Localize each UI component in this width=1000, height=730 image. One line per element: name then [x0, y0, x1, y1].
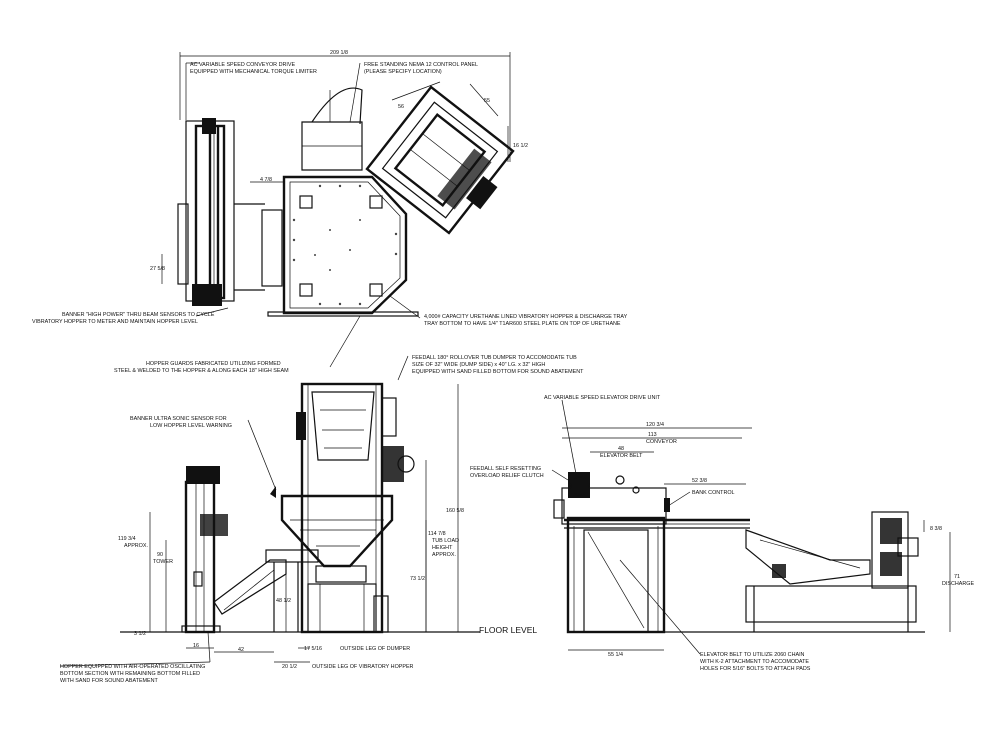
note-elevator-belt-1: ELEVATOR BELT TO UTILIZE 2060 CHAIN [700, 652, 805, 658]
front-conveyor-tower [184, 480, 216, 634]
dim-52: 52 3/8 [692, 478, 707, 484]
dim-48-half: 48 1/2 [276, 598, 291, 604]
note-hopper-bottom-3: WITH SAND FOR SOUND ABATEMENT [60, 678, 159, 684]
note-tub-dumper-2: SIZE OF 32" WIDE (DUMP SIDE) x 40" LG. x… [412, 362, 545, 368]
front-hopper [280, 494, 394, 568]
dim-119-approx: APPROX. [124, 543, 148, 549]
side-elevation: 120 3/4 113 CONVEYOR 48 ELEVATOR BELT 52… [551, 399, 974, 658]
note-hopper-capacity-2: TRAY BOTTOM TO HAVE 1/4" T1AR600 STEEL P… [424, 321, 621, 327]
side-discharge-unit [871, 511, 909, 589]
note-hopper-guards-2: STEEL & WELDED TO THE HOPPER & ALONG EAC… [114, 368, 289, 374]
note-conveyor-drive-1: AC VARIABLE SPEED CONVEYOR DRIVE [190, 62, 295, 68]
dim-discharge: DISCHARGE [942, 581, 974, 587]
note-ultrasonic-1: BANNER ULTRA SONIC SENSOR FOR [130, 416, 227, 422]
dim-73: 73 1/2 [410, 576, 425, 582]
note-hopper-guards-1: HOPPER GUARDS FABRICATED UTILIZING FORME… [146, 361, 281, 367]
plan-view: 209 1/8 56 55 16 1/2 4 7/8 27 5/8 [150, 50, 528, 381]
front-elevation: 119 3/4 APPROX. 90 TOWER 3 1/2 16 42 48 … [59, 382, 480, 670]
note-clutch-1: FEEDALL SELF RESETTING [470, 466, 541, 472]
note-ultrasonic-2: LOW HOPPER LEVEL WARNING [150, 423, 232, 429]
note-banner-sensors-1: BANNER "HIGH POWER" THRU BEAM SENSORS TO… [62, 312, 215, 318]
dim-conveyor: CONVEYOR [646, 439, 677, 445]
dim-3-half: 3 1/2 [134, 631, 146, 637]
note-bank-control: BANK CONTROL [692, 490, 735, 496]
plan-chute [261, 209, 283, 287]
note-elevator-belt-2: WITH K-2 ATTACHMENT TO ACCOMODATE [700, 659, 809, 665]
dim-48: 48 [618, 446, 624, 452]
dim-tower: TOWER [153, 559, 173, 565]
dim-tub-approx: APPROX. [432, 552, 456, 558]
dim-42: 42 [238, 647, 244, 653]
note-hopper-bottom-2: BOTTOM SECTION WITH REMAINING BOTTOM FIL… [60, 671, 200, 677]
dim-90: 90 [157, 552, 163, 558]
plan-control-panel [301, 121, 363, 171]
dim-114: 114 7/8 [428, 531, 446, 537]
dim-113: 113 [648, 432, 657, 438]
plan-hopper-bolts [292, 184, 398, 306]
ultrasonic-sensor-icon [270, 486, 276, 498]
note-conveyor-drive-2: EQUIPPED WITH MECHANICAL TORQUE LIMITER [190, 69, 317, 75]
dim-209: 209 1/8 [330, 50, 348, 56]
dim-outside-dumper: OUTSIDE LEG OF DUMPER [340, 646, 410, 652]
dim-71: 71 [954, 574, 960, 580]
note-hopper-capacity-1: 4,000# CAPACITY URETHANE LINED VIBRATORY… [424, 314, 628, 320]
dim-16-half: 16 1/2 [513, 143, 528, 149]
front-discharge-tray [213, 559, 287, 615]
side-vibratory-tray [745, 529, 871, 585]
note-elevator-belt-3: HOLES FOR 5/16" BOLTS TO ATTACH PADS [700, 666, 811, 672]
dim-tub-load: TUB LOAD [432, 538, 459, 544]
dim-27-5-8: 27 5/8 [150, 266, 165, 272]
note-hopper-bottom-1: HOPPER EQUIPPED WITH AIR-OPERATED OSCILL… [60, 664, 205, 670]
dim-56: 56 [398, 104, 404, 110]
note-control-panel-1: FREE STANDING NEMA 12 CONTROL PANEL [364, 62, 478, 68]
note-banner-sensors-2: VIBRATORY HOPPER TO METER AND MAINTAIN H… [32, 319, 198, 325]
bank-control-icon [664, 498, 670, 512]
floor-level-label: FLOOR LEVEL [479, 625, 537, 635]
dim-120: 120 3/4 [646, 422, 664, 428]
dim-55: 55 [484, 98, 490, 104]
note-control-panel-2: (PLEASE SPECIFY LOCATION) [364, 69, 442, 75]
dim-elevator-belt: ELEVATOR BELT [600, 453, 643, 459]
front-tub [311, 391, 375, 461]
plan-hopper [282, 175, 408, 315]
dim-16: 16 [193, 643, 199, 649]
dim-8: 8 3/8 [930, 526, 942, 532]
dim-outside-hopper: OUTSIDE LEG OF VIBRATORY HOPPER [312, 664, 414, 670]
callout-notes: AC VARIABLE SPEED CONVEYOR DRIVE EQUIPPE… [32, 62, 811, 684]
note-tub-dumper-3: EQUIPPED WITH SAND FILLED BOTTOM FOR SOU… [412, 369, 584, 375]
dim-tub-height: HEIGHT [432, 545, 453, 551]
front-dumper-drive [382, 446, 404, 482]
plan-drive-base [192, 284, 222, 306]
dim-4-7-8: 4 7/8 [260, 177, 272, 183]
plan-tub-dumper [365, 85, 515, 235]
dim-20-half: 20 1/2 [282, 664, 297, 670]
side-elevator-frame [566, 516, 666, 634]
plan-drive-motor [202, 118, 216, 134]
dim-55-quarter: 55 1/4 [608, 652, 623, 658]
note-clutch-2: OVERLOAD RELIEF CLUTCH [470, 473, 544, 479]
note-tub-dumper-1: FEEDALL 180° ROLLOVER TUB DUMPER TO ACCO… [412, 355, 577, 361]
note-elevator-drive: AC VARIABLE SPEED ELEVATOR DRIVE UNIT [544, 395, 661, 401]
dim-17: 17 5/16 [304, 646, 322, 652]
dim-160: 160 5/8 [446, 508, 464, 514]
front-tower-drive [186, 466, 220, 484]
dim-119: 119 3/4 [118, 536, 136, 542]
